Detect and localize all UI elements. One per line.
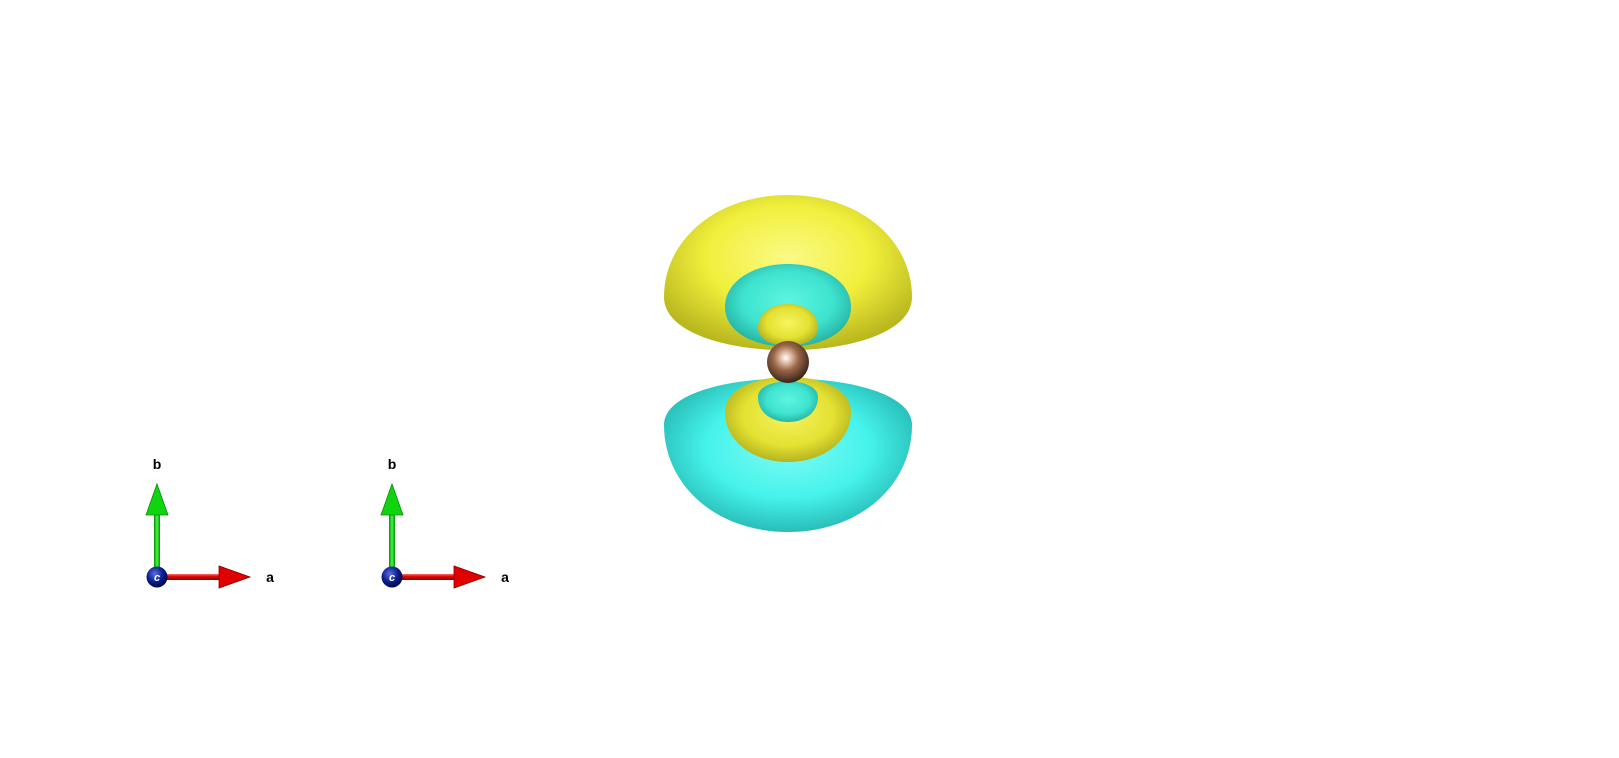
a-axis-arrow xyxy=(392,565,487,589)
atom-sphere[interactable] xyxy=(767,341,809,383)
a-axis-label: a xyxy=(266,569,274,585)
axis-triad: c b a xyxy=(380,456,509,589)
positive-core-upper xyxy=(758,304,818,346)
c-axis-dot xyxy=(381,566,403,588)
orbital-isosurface xyxy=(664,195,912,532)
b-axis-arrow xyxy=(380,482,404,577)
a-axis-label: a xyxy=(501,569,509,585)
negative-core-lower xyxy=(758,381,818,422)
c-axis-label: c xyxy=(154,572,160,584)
c-axis-dot xyxy=(146,566,168,588)
c-axis-label: c xyxy=(389,572,395,584)
b-axis-label: b xyxy=(153,456,162,472)
b-axis-label: b xyxy=(388,456,397,472)
a-axis-arrow xyxy=(157,565,252,589)
b-axis-arrow xyxy=(145,482,169,577)
axis-triad: c b a xyxy=(145,456,274,589)
